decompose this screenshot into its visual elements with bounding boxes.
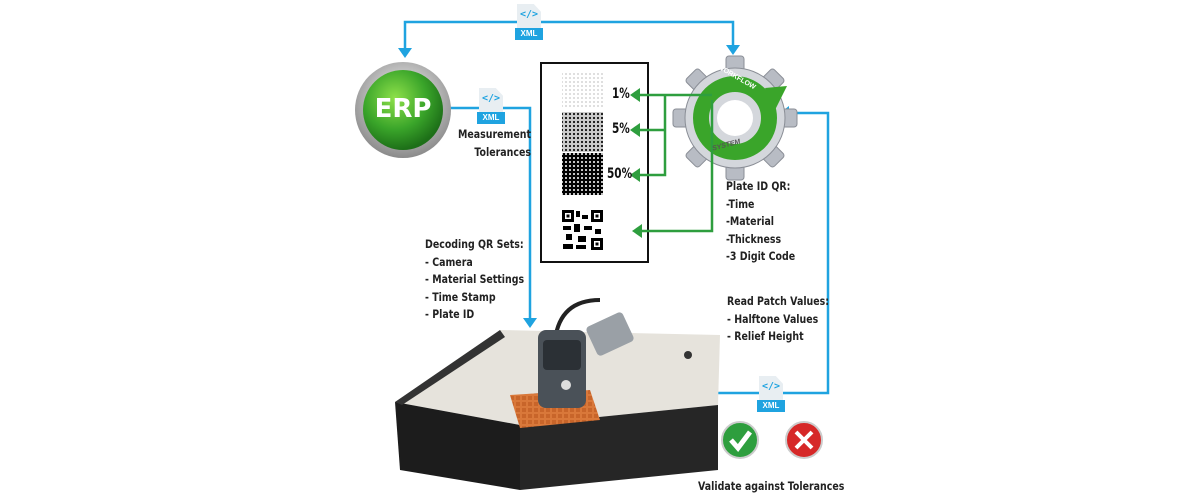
plate-id-list: Plate ID QR:-Time-Material-Thickness-3 D… — [726, 179, 796, 263]
decoding-list: Decoding QR Sets:- Camera- Material Sett… — [425, 237, 525, 321]
workflow-gear-icon — [672, 55, 798, 181]
xml-file-icon: </>XML — [515, 4, 543, 42]
erp-label: ERP — [374, 94, 432, 124]
green-connectors — [636, 93, 714, 233]
fail-x-icon — [785, 421, 823, 459]
qr-code-icon — [562, 210, 603, 250]
read-patch-list: Read Patch Values:- Halftone Values- Rel… — [727, 294, 830, 343]
patch-5pct — [562, 112, 603, 152]
pass-check-icon — [721, 421, 759, 459]
plate-reader-device-image — [395, 298, 720, 490]
xml-file-icon: </>XML — [477, 88, 505, 126]
patch-1pct — [562, 72, 603, 108]
xml-file-icon: </>XML — [757, 376, 785, 414]
patch-50pct — [562, 153, 603, 195]
validate-label: Validate against Tolerances — [698, 479, 845, 493]
patch-label-50pct: 50% — [607, 166, 633, 182]
patch-label-1pct: 1% — [612, 86, 630, 102]
patch-label-5pct: 5% — [612, 121, 630, 137]
erp-button-icon — [355, 62, 451, 158]
